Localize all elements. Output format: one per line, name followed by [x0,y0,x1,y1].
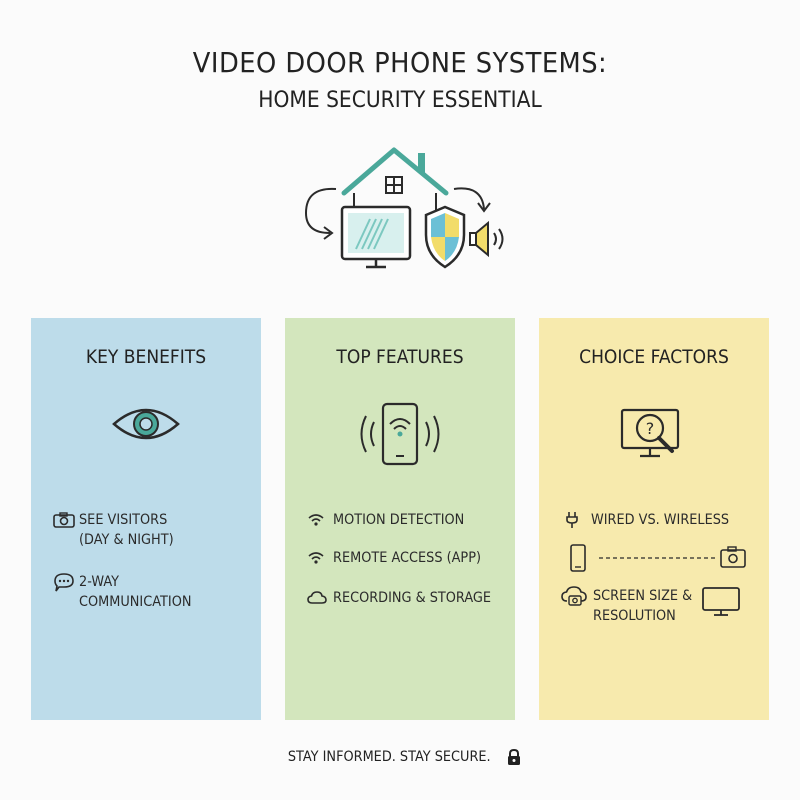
benefit-label-line1: 2-WAY [79,574,120,590]
feature-label: MOTION DETECTION [333,512,465,528]
wifi-icon [307,510,333,530]
smartphone-signal-icon [360,402,440,466]
panel-title: CHOICE FACTORS [579,346,729,368]
factor-label: WIRED VS. WIRELESS [591,512,730,528]
speaker-icon [469,220,504,258]
benefit-label-line1: SEE VISITORS [79,512,168,528]
svg-text:?: ? [646,419,655,438]
monitor-icon [340,205,412,269]
cloud-icon [307,588,333,608]
phone-to-camera-icon [570,544,746,572]
chat-bubble-icon [53,572,79,592]
factor-screen-size: SCREEN SIZE & RESOLUTION [561,586,701,626]
house-icon [341,147,449,210]
home-security-illustration [304,147,504,269]
benefit-2way-communication: 2-WAY COMMUNICATION [53,572,201,612]
monitor-magnifier-question-icon: ? [620,408,680,458]
panel-key-benefits: KEY BENEFITS SEE VISITORS (DAY & NIGHT) … [31,318,261,720]
eye-icon [112,408,180,440]
panel-title: TOP FEATURES [336,346,464,368]
plug-icon [565,510,591,530]
benefit-see-visitors: SEE VISITORS (DAY & NIGHT) [53,510,182,550]
panel-choice-factors: CHOICE FACTORS ? WIRED VS. WIRELESS SCRE… [539,318,769,720]
factor-label-line2: RESOLUTION [593,608,676,624]
factor-phone-to-camera [569,544,749,572]
cycle-arrow-icon [304,187,337,240]
camera-icon [53,510,79,530]
panel-top-features: TOP FEATURES MOTION DETECTION REMOTE ACC… [285,318,515,720]
arrow-down-icon [453,187,491,213]
feature-motion-detection: MOTION DETECTION [307,510,476,530]
wifi-icon [307,548,333,568]
benefit-label-line2: COMMUNICATION [79,594,192,610]
factor-label-line1: SCREEN SIZE & [593,588,693,604]
panel-title: KEY BENEFITS [85,346,207,368]
factor-wired-wireless: WIRED VS. WIRELESS [565,510,741,530]
page-title: VIDEO DOOR PHONE SYSTEMS: [192,46,608,79]
cloud-camera-icon [561,586,593,606]
feature-remote-access: REMOTE ACCESS (APP) [307,548,494,568]
benefit-label-line2: (DAY & NIGHT) [79,532,174,548]
feature-recording-storage: RECORDING & STORAGE [307,588,505,608]
feature-label: RECORDING & STORAGE [333,590,492,606]
monitor-icon [702,587,740,616]
shield-icon [424,205,466,269]
footer-text: STAY INFORMED. STAY SECURE. [287,749,491,765]
footer: STAY INFORMED. STAY SECURE. [0,749,800,765]
page-subtitle: HOME SECURITY ESSENTIAL [258,88,542,113]
lock-icon [508,749,521,765]
feature-label: REMOTE ACCESS (APP) [333,550,481,566]
